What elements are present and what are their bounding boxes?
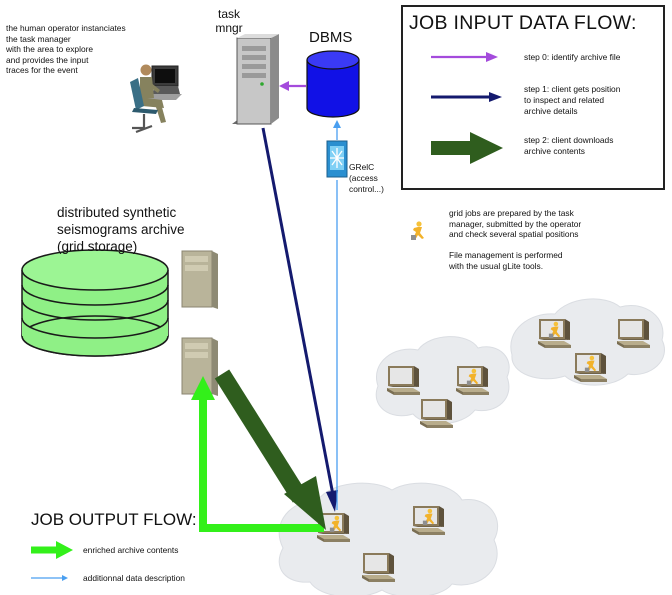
- legend-step-line: archive details: [524, 105, 578, 116]
- operator-line: and provides the input: [6, 54, 89, 65]
- grelc-label-line: (access: [349, 173, 378, 183]
- legend-step0-label: step 0: identify archive file: [524, 52, 620, 63]
- legend-additional-label: additionnal data description: [83, 573, 185, 583]
- database-cylinder-icon: [306, 50, 360, 118]
- workstation-icon: [617, 319, 650, 348]
- grid-jobs-notes: grid jobs are prepared by the task manag…: [449, 208, 581, 272]
- legend-step-line: step 0: identify archive file: [524, 52, 621, 62]
- workstation-icon: [387, 366, 420, 395]
- workstation-icon: [362, 553, 395, 582]
- operator-line: the human operator instanciates: [6, 23, 126, 33]
- operator-line: with the area to explore: [6, 44, 94, 55]
- storage-server-icon: [181, 250, 218, 309]
- archive-label-line: (grid storage): [57, 239, 138, 254]
- legend-step-line: step 1: client gets position: [524, 84, 621, 94]
- archive-label: distributed synthetic seismograms archiv…: [57, 204, 185, 255]
- grid-notes-line: and check several spatial positions: [449, 229, 579, 240]
- legend-step2-arrow: [431, 132, 503, 164]
- grelc-label: GRelC (access control...): [349, 162, 384, 195]
- archive-label-line: distributed synthetic: [57, 205, 177, 220]
- legend-step1-arrow: [431, 92, 502, 102]
- legend-enriched-label: enriched archive contents: [83, 545, 179, 555]
- purple-identify-arrow: [279, 81, 306, 91]
- grid-notes-line: File management is performed: [449, 250, 563, 261]
- grid-notes-line: grid jobs are prepared by the task: [449, 208, 574, 218]
- legend-step-line: to inspect and related: [524, 94, 605, 105]
- cloud-icon: [375, 336, 510, 425]
- server-tower-icon: [232, 34, 279, 125]
- task-manager-label-line: task: [217, 7, 240, 21]
- operator-description: the human operator instanciates the task…: [6, 23, 126, 76]
- task-manager-label: task mngr: [211, 7, 247, 35]
- task-manager-label-line: mngr: [215, 21, 243, 35]
- grid-notes-spacer: [449, 240, 581, 251]
- legend-step-line: step 2: client downloads: [524, 135, 614, 145]
- workstation-icon: [420, 399, 453, 428]
- legend-step2-label: step 2: client downloads archive content…: [524, 135, 613, 157]
- operator-figure-icon: [130, 64, 182, 134]
- legend-step-line: archive contents: [524, 145, 585, 156]
- operator-line: the task manager: [6, 33, 71, 44]
- input-flow-legend-title: JOB INPUT DATA FLOW:: [409, 12, 637, 34]
- grid-notes-line: manager, submitted by the operator: [449, 218, 582, 229]
- storage-server-icon: [181, 337, 218, 396]
- operator-line: traces for the event: [6, 65, 78, 76]
- archive-database-icon: [21, 249, 169, 357]
- output-flow-legend-title: JOB OUTPUT FLOW:: [31, 510, 197, 529]
- router-icon: [326, 140, 348, 178]
- grid-notes-line: with the usual gLite tools.: [449, 260, 544, 271]
- legend-enriched-arrow: [31, 541, 73, 559]
- dbms-label: DBMS: [309, 29, 353, 46]
- dark-green-download-arrow: [214, 369, 326, 530]
- navy-position-arrow: [261, 127, 338, 512]
- grelc-label-line: control...): [349, 184, 384, 194]
- legend-additional-arrow: [31, 575, 68, 581]
- grelc-label-line: GRelC: [349, 162, 375, 172]
- legend-step1-label: step 1: client gets position to inspect …: [524, 84, 620, 116]
- green-output-flow-arrow: [191, 376, 324, 532]
- legend-step0-arrow: [431, 52, 498, 62]
- grid-job-runner-icon: [411, 221, 424, 240]
- input-flow-legend-box: [401, 5, 665, 190]
- archive-label-line: seismograms archive: [57, 222, 185, 237]
- blue-data-description-arrow: [333, 120, 341, 510]
